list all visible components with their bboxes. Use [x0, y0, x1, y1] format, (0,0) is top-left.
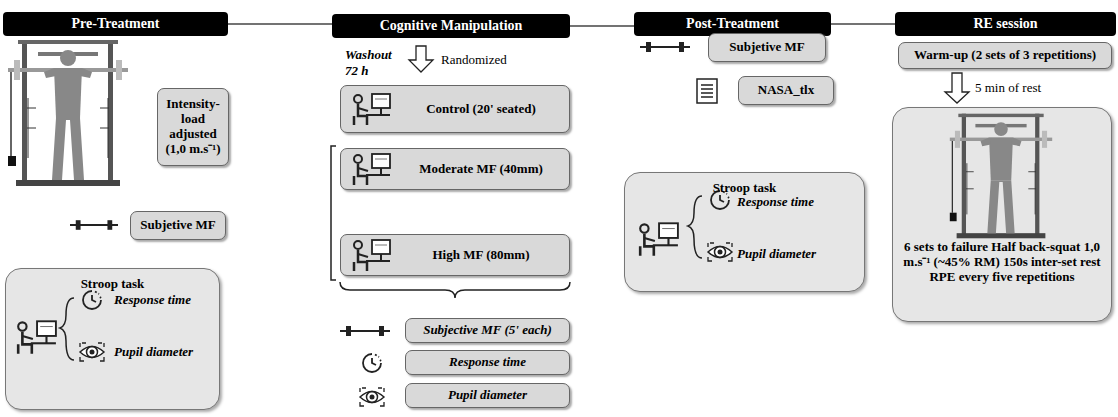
test-panel: Stroop taskResponse timePupil diameter — [5, 268, 220, 410]
node-text: Stroop task — [6, 277, 219, 292]
timeline-line — [831, 23, 895, 25]
timeline-line — [570, 25, 634, 27]
process-box: Warm-up (2 sets of 3 repetitions) — [898, 42, 1112, 69]
node-text: Pre-Treatment — [72, 16, 160, 32]
node-text: Post-Treatment — [686, 16, 779, 32]
node-text: 6 sets to failure Half back-squat 1,0 m.… — [903, 240, 1101, 285]
measure-box: Pupil diameter — [405, 383, 570, 408]
condition-box: Control (20' seated) — [340, 85, 570, 133]
process-box: Subjetive MF — [708, 33, 826, 62]
node-text: Intensity-load adjusted (1,0 m.s⁻¹) — [164, 97, 222, 157]
measure-text: Response time — [737, 195, 814, 210]
node-text: NASA_tlx — [758, 83, 814, 98]
node-text: Subjective MF (5' each) — [423, 323, 552, 338]
flow-arrow — [945, 73, 969, 103]
node-text: Moderate MF (40mm) — [419, 162, 543, 177]
condition-box: Moderate MF (40mm) — [340, 148, 570, 190]
measure-box: Subjective MF (5' each) — [405, 318, 570, 343]
measure-text: Pupil diameter — [114, 345, 193, 360]
node-text: Cognitive Manipulation — [380, 18, 523, 34]
measure-text: Response time — [114, 293, 191, 308]
phase-header: Pre-Treatment — [3, 12, 228, 36]
node-text: Control (20' seated) — [426, 102, 536, 117]
measure-text: Pupil diameter — [737, 247, 816, 262]
condition-box: High MF (80mm) — [340, 234, 570, 276]
process-box: NASA_tlx — [738, 76, 834, 105]
node-text: Pupil diameter — [448, 388, 527, 403]
phase-header: RE session — [895, 12, 1116, 36]
measure-box: Response time — [405, 350, 570, 375]
edge-label: 5 min of rest — [975, 80, 1041, 96]
node-text: RE session — [973, 16, 1037, 32]
node-text: Warm-up (2 sets of 3 repetitions) — [914, 48, 1096, 63]
node-text: Subjetive MF — [729, 40, 804, 55]
process-box: Intensity-load adjusted (1,0 m.s⁻¹) — [157, 88, 229, 166]
node-text: Stroop task — [625, 181, 864, 196]
node-text: High MF (80mm) — [433, 248, 530, 263]
phase-header: Cognitive Manipulation — [332, 14, 570, 38]
test-panel: Stroop taskResponse timePupil diameter — [624, 172, 865, 292]
annotation-label: Randomized — [441, 52, 531, 68]
process-box: Subjetive MF — [130, 211, 226, 240]
node-text: Subjetive MF — [140, 218, 215, 233]
annotation-label: Washout 72 h — [345, 47, 405, 79]
exercise-panel: 6 sets to failure Half back-squat 1,0 m.… — [892, 107, 1112, 322]
node-text: Response time — [449, 355, 526, 370]
timeline-line — [228, 23, 332, 25]
